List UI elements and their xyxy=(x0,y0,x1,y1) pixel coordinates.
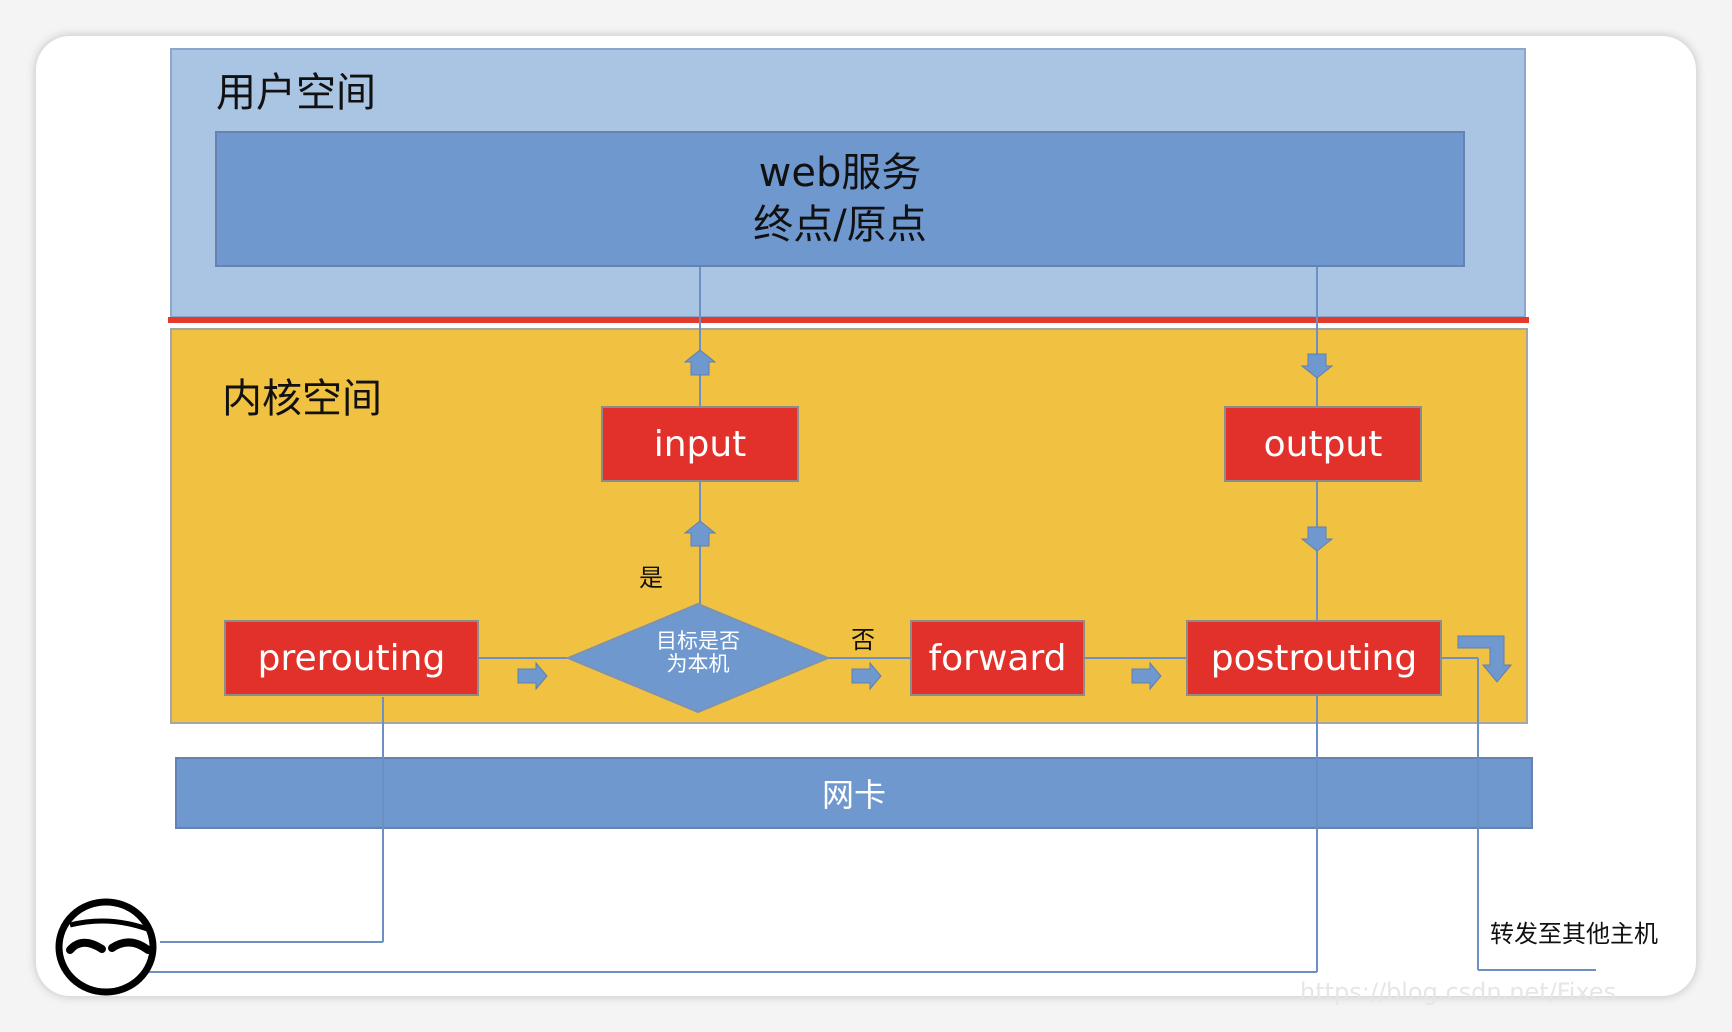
postrouting-chain-label: postrouting xyxy=(1210,637,1418,679)
web-service-title: web服务 xyxy=(758,150,922,196)
yes-label: 是 xyxy=(639,564,663,592)
output-chain-label: output xyxy=(1263,423,1383,465)
network-card-bar: 网卡 xyxy=(175,757,1533,829)
no-label: 否 xyxy=(851,626,875,654)
arrow-up-icon xyxy=(683,349,717,376)
decision-line-2: 为本机 xyxy=(666,652,730,676)
output-chain-box: output xyxy=(1224,406,1422,482)
arrow-right-icon xyxy=(1131,661,1162,691)
arrow-turn-down-icon xyxy=(1457,635,1513,683)
arrow-up-icon xyxy=(683,520,717,547)
forward-other-host-label: 转发至其他主机 xyxy=(1490,920,1658,948)
kernel-space-label: 内核空间 xyxy=(222,376,382,422)
arrow-down-icon xyxy=(1300,526,1334,552)
user-kernel-boundary xyxy=(168,317,1529,323)
postrouting-chain-box: postrouting xyxy=(1186,620,1442,696)
routing-decision-diamond xyxy=(565,602,831,714)
forward-chain-box: forward xyxy=(910,620,1085,696)
arrow-right-icon xyxy=(851,661,882,691)
input-chain-box: input xyxy=(601,406,799,482)
web-service-subtitle: 终点/原点 xyxy=(753,202,927,248)
input-chain-label: input xyxy=(653,423,747,465)
arrow-right-icon xyxy=(517,661,548,691)
arrow-down-icon xyxy=(1300,353,1334,379)
watermark: https://blog.csdn.net/Fixes xyxy=(1300,978,1617,1006)
prerouting-chain-box: prerouting xyxy=(224,620,479,696)
prerouting-chain-label: prerouting xyxy=(257,637,446,679)
network-card-label: 网卡 xyxy=(821,776,886,814)
routing-decision-text: 目标是否 为本机 xyxy=(600,630,796,676)
user-space-label: 用户空间 xyxy=(216,70,376,116)
forward-chain-label: forward xyxy=(928,637,1067,679)
web-service-box: web服务 终点/原点 xyxy=(215,131,1465,267)
decision-line-1: 目标是否 xyxy=(656,629,740,653)
face-icon xyxy=(55,898,157,996)
